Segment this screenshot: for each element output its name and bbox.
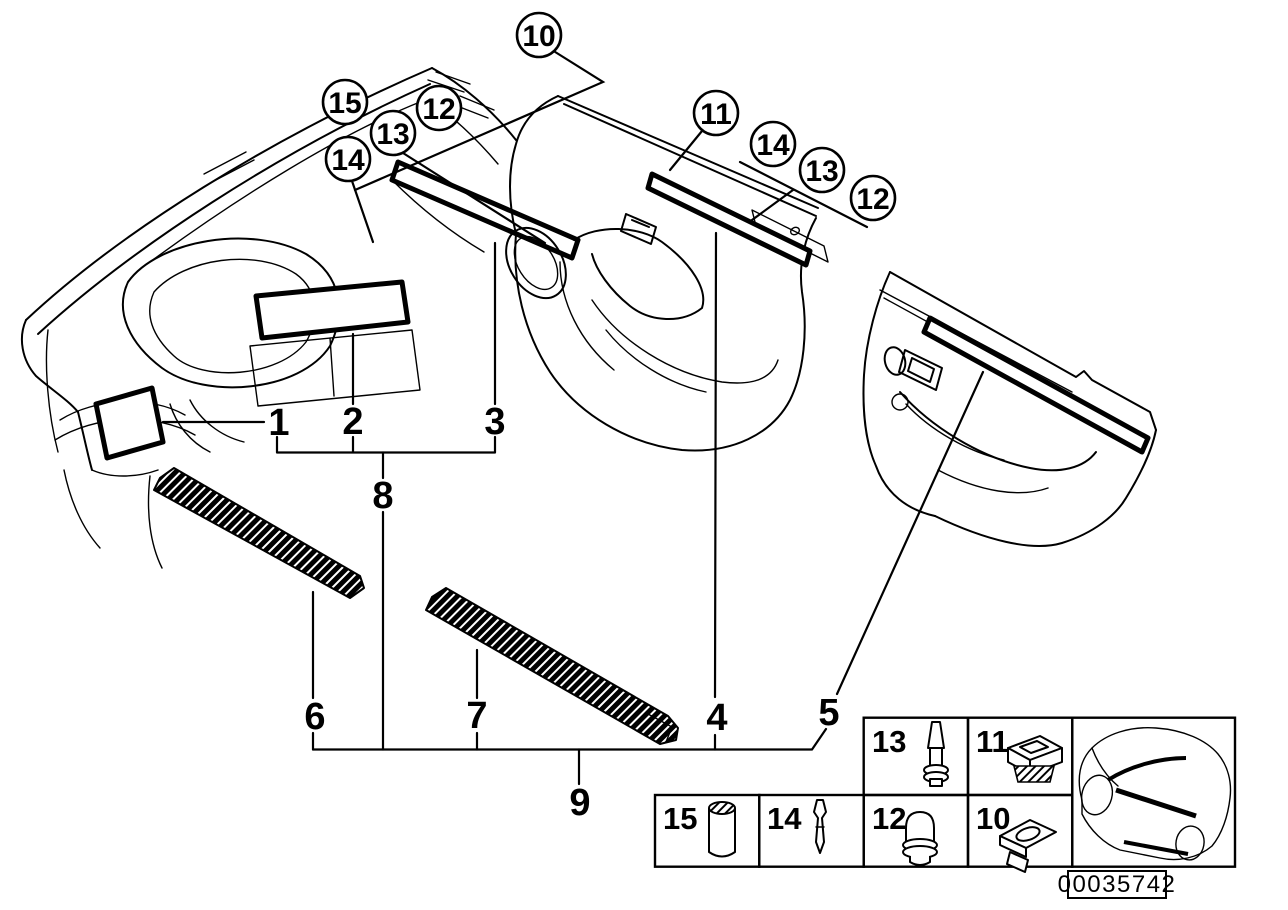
pointer-line-13 bbox=[401, 151, 547, 245]
part-label-9[interactable]: 9 bbox=[569, 782, 590, 824]
svg-text:11: 11 bbox=[700, 98, 732, 131]
svg-text:15: 15 bbox=[328, 87, 361, 120]
front-door-trim-strip bbox=[645, 171, 813, 268]
trim-strip-1 bbox=[93, 385, 166, 461]
part-label-2[interactable]: 2 bbox=[342, 401, 363, 443]
image-code-frame bbox=[1067, 870, 1167, 899]
legend-label-12: 12 bbox=[872, 801, 906, 836]
part-label-7[interactable]: 7 bbox=[466, 695, 487, 737]
trim-strip-2 bbox=[253, 279, 411, 341]
pointer-line-10 bbox=[353, 48, 606, 192]
rear-door-trim-strip bbox=[921, 315, 1151, 455]
callout-circle-14[interactable]: 14 bbox=[324, 135, 372, 183]
legend-label-14: 14 bbox=[767, 801, 802, 836]
pointer-line-4 bbox=[713, 231, 718, 751]
part-label-1[interactable]: 1 bbox=[268, 402, 289, 444]
front-door-panel-drawing bbox=[505, 95, 829, 452]
part-label-4[interactable]: 4 bbox=[706, 697, 727, 739]
expanding-rivet-icon bbox=[923, 721, 949, 787]
part-label-6[interactable]: 6 bbox=[304, 696, 325, 738]
callout-lines bbox=[161, 48, 985, 786]
legend-cell-11[interactable]: 11 bbox=[966, 716, 1074, 797]
pointer-line-14b bbox=[738, 160, 869, 229]
callout-circle-13b[interactable]: 13 bbox=[798, 146, 846, 194]
svg-text:13: 13 bbox=[805, 155, 838, 188]
legend-cell-12[interactable]: 12 bbox=[862, 793, 970, 868]
callout-circle-14b[interactable]: 14 bbox=[749, 120, 797, 168]
part-label-3[interactable]: 3 bbox=[484, 401, 505, 443]
svg-text:13: 13 bbox=[376, 118, 409, 151]
part-label-8[interactable]: 8 bbox=[372, 475, 393, 517]
image-code-text: 00035742 bbox=[1058, 871, 1177, 898]
legend-cell-car[interactable] bbox=[1071, 716, 1237, 868]
trim-strip-3 bbox=[389, 159, 581, 261]
door-sill-strip-7-drawing bbox=[425, 587, 679, 745]
legend-label-11: 11 bbox=[976, 724, 1009, 759]
legend-cell-10[interactable]: 10 bbox=[966, 793, 1074, 873]
callout-circle-12b[interactable]: 12 bbox=[849, 174, 897, 222]
rear-door-panel-drawing bbox=[862, 271, 1157, 547]
legend-label-15: 15 bbox=[663, 801, 697, 836]
legend-cell-13[interactable]: 13 bbox=[862, 716, 970, 797]
svg-text:14: 14 bbox=[331, 144, 365, 177]
svg-text:12: 12 bbox=[422, 93, 455, 126]
legend-table: 13 11 15 bbox=[653, 716, 1237, 873]
callout-circle-12[interactable]: 12 bbox=[415, 84, 463, 132]
pointer-line-5 bbox=[835, 370, 985, 696]
plug-icon bbox=[902, 811, 938, 866]
legend-cell-15[interactable]: 15 bbox=[653, 793, 761, 868]
door-grip-recess bbox=[505, 226, 567, 300]
legend-label-10: 10 bbox=[976, 801, 1010, 836]
pointer-line-14 bbox=[350, 179, 375, 244]
image-code-box: 00035742 bbox=[1058, 870, 1177, 899]
sleeve-icon bbox=[708, 801, 736, 858]
callout-circle-15[interactable]: 15 bbox=[321, 78, 369, 126]
oval-grommet-icon bbox=[999, 819, 1057, 873]
callout-circle-10[interactable]: 10 bbox=[515, 11, 563, 59]
pin-icon bbox=[813, 799, 827, 854]
callout-circle[interactable] bbox=[515, 11, 563, 59]
callout-circle-13[interactable]: 13 bbox=[369, 109, 417, 157]
svg-text:14: 14 bbox=[756, 129, 790, 162]
svg-text:12: 12 bbox=[856, 183, 889, 216]
car-location-icon bbox=[1078, 726, 1232, 861]
square-clip-icon bbox=[1007, 735, 1063, 783]
legend-label-13: 13 bbox=[872, 724, 906, 759]
legend-cell-14[interactable]: 14 bbox=[758, 793, 865, 868]
part-label-5[interactable]: 5 bbox=[818, 692, 839, 734]
callout-circle-11[interactable]: 11 bbox=[692, 89, 740, 137]
callout-number: 10 bbox=[522, 20, 555, 53]
door-sill-strip-6-drawing bbox=[153, 467, 365, 599]
pointer-line-11 bbox=[668, 129, 704, 172]
